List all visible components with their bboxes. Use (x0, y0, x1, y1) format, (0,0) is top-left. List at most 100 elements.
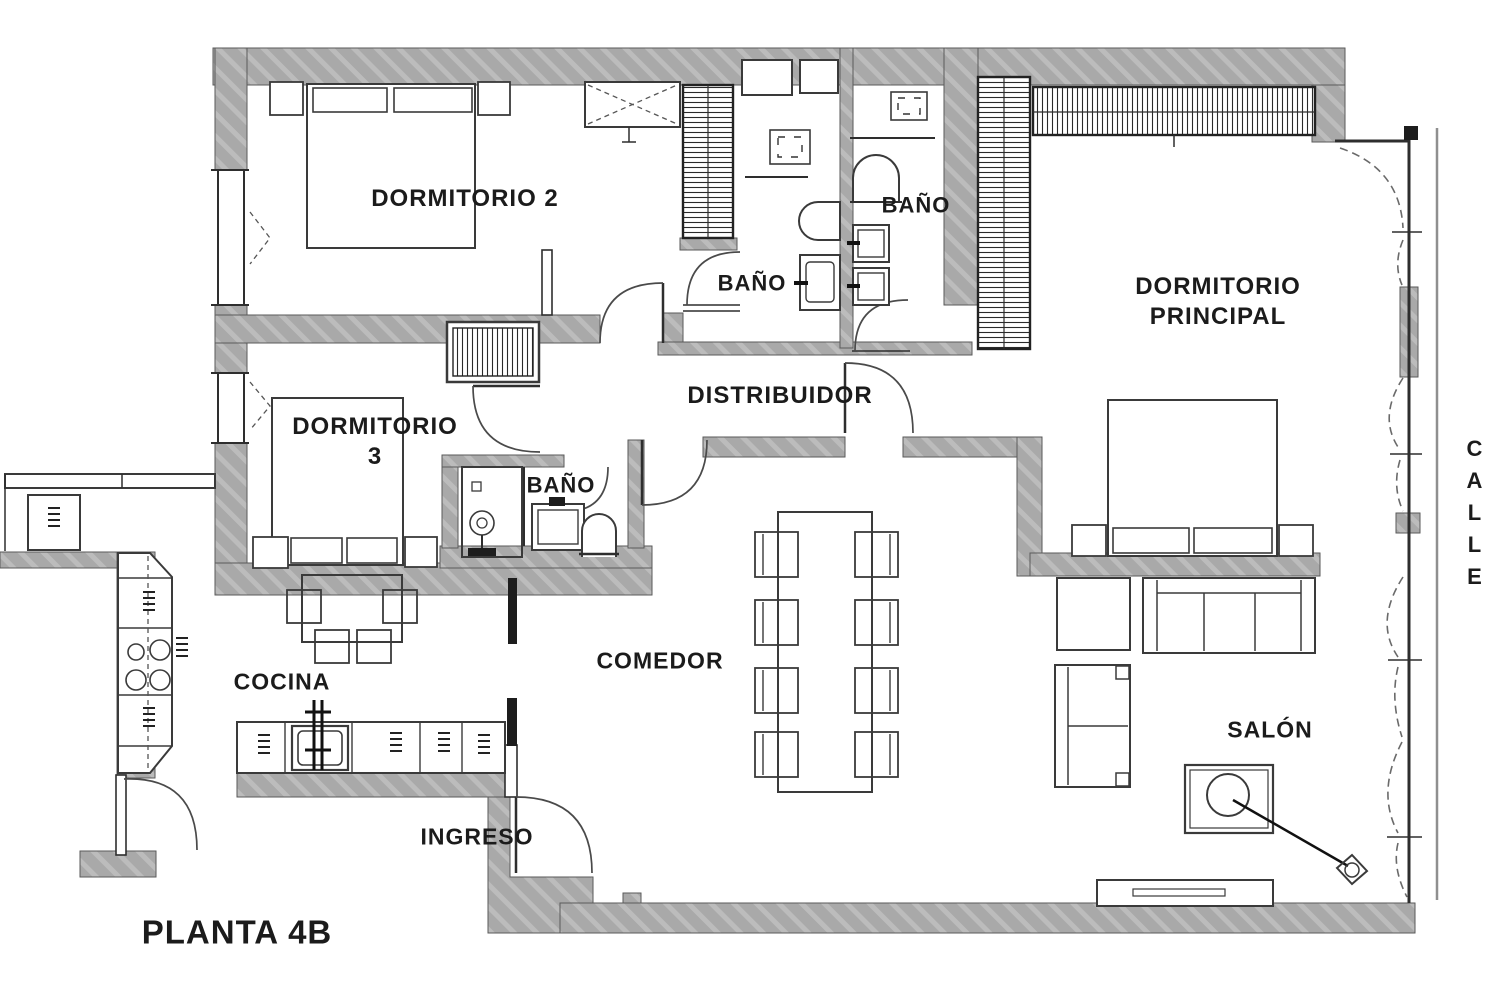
stove-burner-2 (149, 639, 171, 661)
door-comedor-arc (641, 439, 708, 506)
salon-tv-device-circle (1344, 862, 1360, 878)
wall-distrib-left (702, 436, 846, 458)
bano3-shower (461, 466, 523, 558)
window-dorm3-swing (249, 381, 271, 431)
dorm2-bed (306, 83, 476, 249)
winfold-d1 (1387, 741, 1403, 834)
dining-chair-r2 (854, 599, 899, 646)
bath2-shower-tray (852, 154, 900, 202)
salon-sideboard (1096, 879, 1274, 907)
wall-corner-tr (1311, 84, 1346, 143)
kitchen-faucet-marks (176, 637, 188, 657)
salon-loveseat (1054, 664, 1131, 788)
winfold-d2 (1395, 842, 1408, 898)
kitchen-counter (117, 552, 173, 774)
principal-pillow-a (1112, 527, 1190, 554)
wall-bath-divider (839, 47, 854, 349)
salon-sofa (1142, 577, 1316, 654)
wall-bano3-left (441, 454, 459, 549)
door-bath1-arc (686, 251, 741, 306)
kitchen-label-marks-b (143, 707, 155, 727)
wall-baths-bottom (657, 341, 973, 356)
bath1-toilet-mark (777, 136, 803, 158)
door-post-b (507, 698, 517, 746)
dining-chair-l4 (754, 731, 799, 778)
dining-chair-l1 (754, 531, 799, 578)
bano3-shower-box (471, 481, 482, 492)
wall-left-c (214, 442, 248, 571)
dorm2-nightstand-a (269, 81, 304, 116)
wall-dorm2-bottom-r (662, 312, 684, 344)
principal-pillow-b (1193, 527, 1273, 554)
door-principal-arc (844, 362, 914, 434)
dorm3-pillow-b (346, 537, 398, 564)
salon-tv-circle (1206, 773, 1250, 817)
dining-table (777, 511, 873, 793)
salon-tv-table (1183, 763, 1275, 835)
balcony-appliance-marks (48, 507, 60, 527)
door-post-a (508, 578, 517, 644)
dining-chair-l2 (754, 599, 799, 646)
bano3-sink (531, 503, 585, 551)
salon-tv-device (1335, 853, 1369, 886)
bath1-cabinet-b (799, 59, 839, 94)
bano3-sink-basin (537, 509, 579, 545)
kitchen-table (301, 574, 403, 643)
kitchen-chair-3 (314, 629, 350, 664)
bath1-bidet (798, 201, 841, 241)
bano3-showerhead (469, 510, 495, 536)
wall-jamb-bump (622, 892, 642, 904)
kitchen-label-marks-e (438, 732, 450, 752)
kitchen-lower-counter (236, 721, 506, 774)
door-entry-arc (515, 796, 593, 874)
winfold-a2 (1396, 239, 1404, 286)
dining-chair-r3 (854, 667, 899, 714)
closet-xbox-diag-b (587, 84, 678, 125)
kitchen-label-marks-f (478, 734, 490, 754)
dorm2-pillow-a (312, 87, 388, 113)
bano3-showerhead-inner (476, 517, 488, 529)
dining-chair-r1 (854, 531, 899, 578)
wall-vest-bottom (679, 237, 738, 251)
kitchen-chair-1 (286, 589, 322, 624)
salon-sideboard-slot (1132, 888, 1226, 897)
stove-burner-1 (127, 643, 145, 661)
bath2-toilet-mark (897, 97, 921, 115)
winfold-c2 (1394, 666, 1403, 738)
dining-chair-r4 (854, 731, 899, 778)
stove-burner-3 (125, 669, 147, 691)
partition-ingreso (504, 744, 518, 798)
kitchen-door-frame (115, 774, 127, 856)
wall-bottom (559, 902, 1416, 934)
dorm3-nightstand-b (404, 536, 438, 568)
salon-armchair (1056, 577, 1131, 651)
kitchen-label-marks-c (258, 734, 270, 754)
salon-loveseat-pad-b (1115, 772, 1130, 787)
wall-dorm2-bottom (214, 314, 601, 344)
wall-balcony-bottom (0, 551, 118, 569)
winfold-a1 (1339, 147, 1404, 229)
wall-kitchen-bottom (236, 772, 511, 798)
balcony-appliance (27, 494, 81, 551)
wall-left-a (214, 47, 248, 173)
door-dorm3-arc (472, 385, 541, 453)
dorm3-nightstand-a (252, 536, 289, 569)
principal-nightstand-b (1278, 524, 1314, 557)
wall-bano3-top (441, 454, 565, 468)
door-bath2-arc (854, 299, 909, 352)
dorm2-nightstand-b (477, 81, 511, 116)
right-wall-nub (1404, 126, 1418, 140)
principal-bed (1107, 399, 1278, 557)
door-kitchen-arc (123, 778, 198, 851)
winfold-b2 (1395, 459, 1404, 512)
kitchen-label-marks-a (143, 591, 155, 611)
salon-tv-swivel-line (1232, 798, 1349, 868)
kitchen-oven-inner (297, 730, 343, 766)
bath2-toilet (890, 91, 928, 121)
salon-tv-table-inner (1189, 769, 1269, 829)
winfold-c1 (1386, 576, 1404, 658)
dorm3-pillow-a (290, 537, 343, 564)
winfold-b1 (1388, 377, 1404, 451)
principal-nightstand-a (1071, 524, 1107, 557)
